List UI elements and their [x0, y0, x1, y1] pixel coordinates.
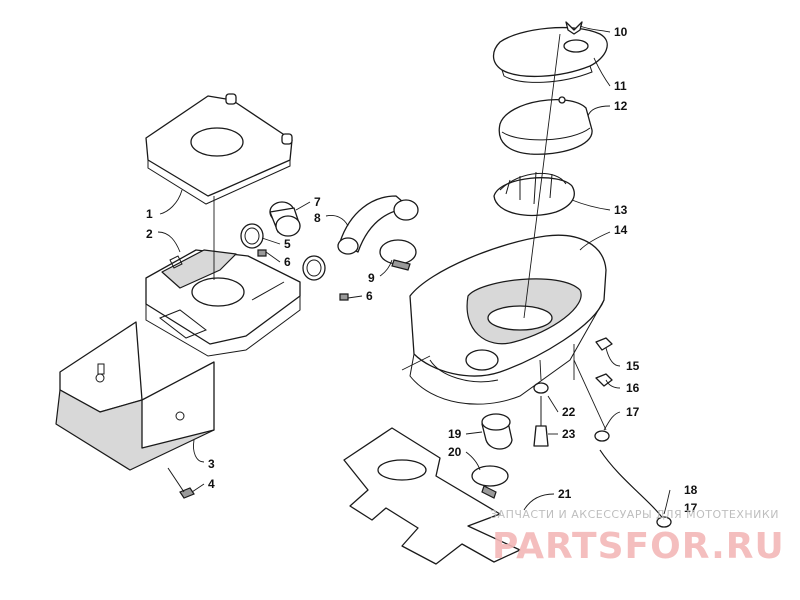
callout-8: 8 — [314, 211, 321, 225]
part-14-main-airbox — [409, 234, 607, 405]
callout-19: 19 — [448, 427, 462, 441]
part-21-mount-plate — [343, 427, 521, 565]
watermark: ЗАПЧАСТИ И АКСЕССУАРЫ ДЛЯ МОТОТЕХНИКИ PA… — [490, 508, 785, 567]
part-11-top-cover — [492, 26, 608, 83]
callout-23: 23 — [562, 427, 576, 441]
part-18-hose — [599, 449, 665, 521]
part-17-hose-clamp-upper — [594, 430, 610, 442]
alignment-lines — [213, 33, 607, 431]
callout-17-lower: 17 — [684, 501, 698, 515]
callout-10: 10 — [614, 25, 628, 39]
callout-21: 21 — [558, 487, 572, 501]
callout-13: 13 — [614, 203, 628, 217]
callout-16: 16 — [626, 381, 640, 395]
callout-1: 1 — [146, 207, 153, 221]
part-20-clamp — [471, 465, 509, 499]
callout-2: 2 — [146, 227, 153, 241]
part-4-screw — [167, 467, 195, 499]
part-15-grommet — [595, 337, 613, 351]
part-22-plug — [533, 382, 549, 394]
part-13-filter-cage — [493, 171, 575, 217]
callout-14: 14 — [614, 223, 628, 237]
part-12-filter-element — [498, 96, 593, 155]
part-1-airbox-cover — [145, 93, 293, 205]
callout-labels: 1 2 3 4 5 6 6 7 8 9 10 11 12 13 14 15 16… — [146, 25, 698, 515]
callout-18: 18 — [684, 483, 698, 497]
callout-12: 12 — [614, 99, 628, 113]
part-8-intake-hose — [337, 195, 419, 255]
part-2-airbox-base — [145, 249, 301, 357]
part-10-wing-nut — [565, 21, 583, 35]
part-17-hose-clamp-lower — [656, 516, 672, 528]
part-3-splash-guard — [55, 321, 215, 471]
callout-22: 22 — [562, 405, 576, 419]
watermark-logo: PARTSFOR.RU — [492, 526, 785, 567]
callout-20: 20 — [448, 445, 462, 459]
callout-7: 7 — [314, 195, 321, 209]
callout-4: 4 — [208, 477, 215, 491]
part-9-hose-clamp — [379, 239, 417, 271]
callout-3: 3 — [208, 457, 215, 471]
part-7-sleeve — [269, 201, 301, 237]
callout-5: 5 — [284, 237, 291, 251]
callout-9: 9 — [368, 271, 375, 285]
watermark-tagline: ЗАПЧАСТИ И АКСЕССУАРЫ ДЛЯ МОТОТЕХНИКИ — [490, 508, 779, 521]
part-23-drain-valve — [533, 396, 549, 447]
callout-6-upper: 6 — [284, 255, 291, 269]
part-5-clamp-lower — [302, 255, 326, 281]
callout-17-upper: 17 — [626, 405, 640, 419]
callout-leaders — [157, 25, 671, 515]
callout-11: 11 — [614, 79, 627, 93]
part-5-clamp-upper — [240, 223, 264, 249]
part-6-screws — [257, 249, 349, 301]
callout-15: 15 — [626, 359, 640, 373]
part-19-boot — [481, 413, 513, 450]
callout-6-lower: 6 — [366, 289, 373, 303]
